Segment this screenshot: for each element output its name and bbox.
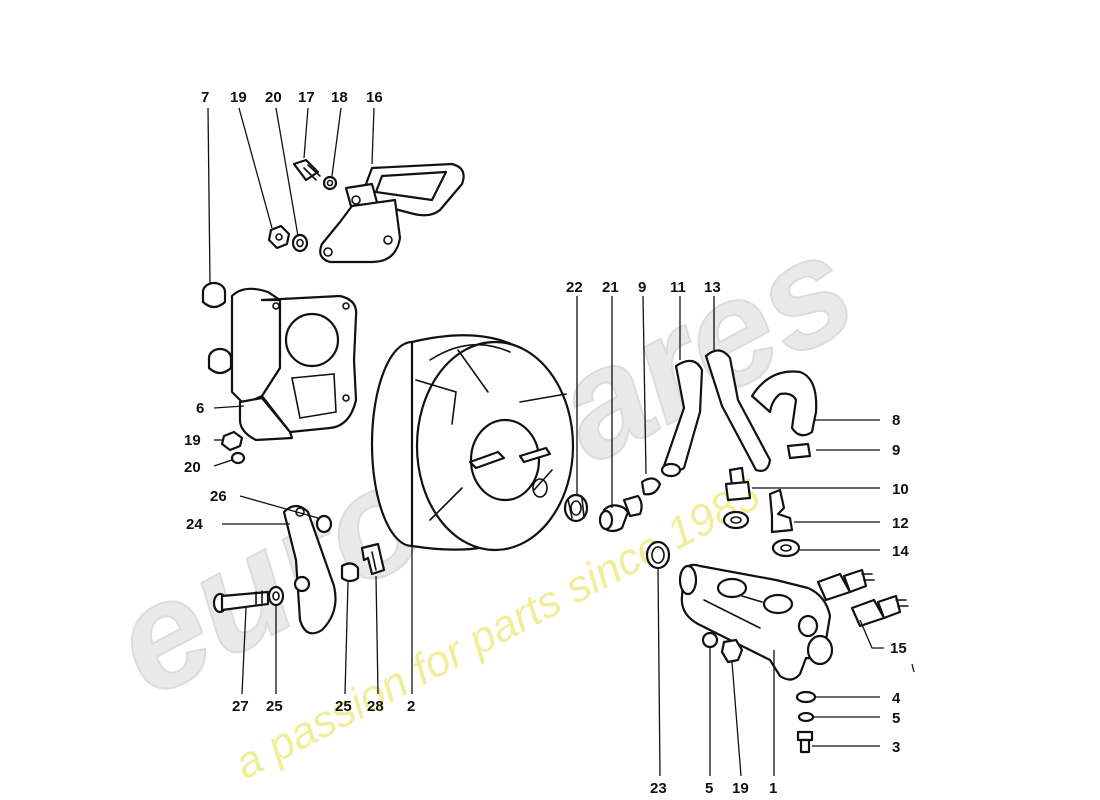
callout-12: 12 — [892, 515, 909, 532]
callout-27: 27 — [232, 698, 249, 715]
washer-5-right — [797, 711, 815, 723]
callout-20-left: 20 — [184, 459, 201, 476]
grommet-12-small — [722, 510, 750, 530]
washer-4 — [795, 690, 817, 704]
washer-20-left — [230, 451, 246, 465]
hose-8 — [750, 370, 818, 437]
bushing-25-right — [340, 562, 360, 583]
callout-19-top: 19 — [230, 89, 247, 106]
pressure-switch-15-lower — [850, 594, 909, 628]
nut-18 — [322, 175, 338, 191]
seal-23 — [645, 540, 671, 570]
fitting-12 — [768, 488, 794, 534]
callout-9-mid: 9 — [638, 279, 646, 296]
nut-19-left — [220, 430, 244, 452]
callout-21: 21 — [602, 279, 619, 296]
callout-11: 11 — [670, 279, 686, 296]
bolt-3 — [796, 730, 814, 754]
housing-6 — [230, 287, 358, 442]
grommet-7-upper — [201, 281, 227, 309]
nut-19-upper — [267, 224, 291, 250]
callout-25-left: 25 — [266, 698, 283, 715]
clamp-9-small — [640, 477, 662, 496]
grommet-22 — [563, 493, 589, 523]
callout-28: 28 — [367, 698, 384, 715]
callout-1: 1 — [769, 780, 777, 797]
nut-19-bottom — [720, 638, 744, 664]
callout-10: 10 — [892, 481, 909, 498]
callout-9-right: 9 — [892, 442, 900, 459]
pressure-switch-15-upper — [816, 568, 875, 602]
callout-13: 13 — [704, 279, 721, 296]
hose-11 — [660, 359, 704, 478]
callout-26: 26 — [210, 488, 227, 505]
callout-20-top: 20 — [265, 89, 282, 106]
hose-13 — [704, 349, 772, 472]
grommet-7-lower — [207, 347, 233, 375]
callout-3: 3 — [892, 739, 900, 756]
bracket-16 — [319, 162, 465, 264]
callout-19-left: 19 — [184, 432, 201, 449]
callout-14: 14 — [892, 543, 909, 560]
callout-7-top: 7 — [201, 89, 209, 106]
callout-17-top: 17 — [298, 89, 315, 106]
pin-27 — [212, 590, 270, 614]
clip-26 — [315, 514, 333, 534]
lever-24 — [282, 504, 337, 635]
callout-labels: 7 19 20 17 18 16 22 21 9 11 13 6 19 20 2… — [184, 89, 909, 797]
bushing-25-left — [267, 585, 285, 607]
grommet-14 — [771, 538, 801, 558]
master-cylinder-1 — [678, 563, 834, 681]
callout-4: 4 — [892, 690, 901, 707]
callout-8: 8 — [892, 412, 900, 429]
callout-22: 22 — [566, 279, 583, 296]
brake-booster-2 — [370, 334, 575, 552]
callout-2: 2 — [407, 698, 415, 715]
spring-clip-28 — [360, 542, 386, 576]
clamp-9-right — [786, 442, 812, 460]
callout-24: 24 — [186, 516, 203, 533]
elbow-21 — [598, 494, 643, 533]
callout-5-right: 5 — [892, 710, 900, 727]
washer-20-upper — [291, 233, 309, 253]
fitting-10 — [724, 466, 752, 502]
callout-25-right: 25 — [335, 698, 352, 715]
callout-23: 23 — [650, 780, 667, 797]
callout-6: 6 — [196, 400, 204, 417]
callout-15: 15 — [890, 640, 907, 657]
callout-19-bottom: 19 — [732, 780, 749, 797]
callout-5-bottom: 5 — [705, 780, 713, 797]
callout-18-top: 18 — [331, 89, 348, 106]
callout-16-top: 16 — [366, 89, 383, 106]
bolt-17 — [292, 158, 321, 182]
seal-5-bottom — [701, 631, 719, 649]
leader-lines — [207, 107, 915, 777]
